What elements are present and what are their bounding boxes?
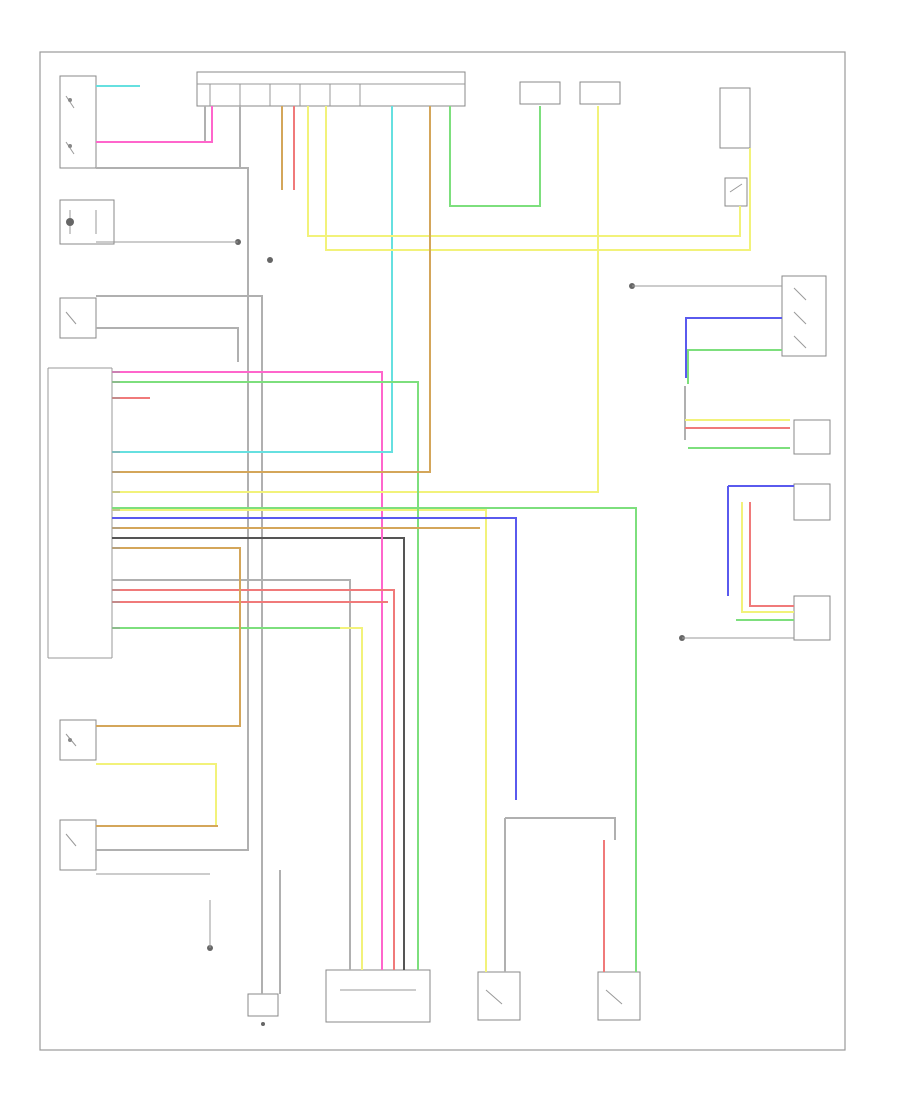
- tan-wires: [96, 106, 480, 827]
- bottom-ground-component: [247, 993, 279, 1026]
- switch-upper-left: [59, 75, 97, 169]
- control-module-main: [47, 367, 113, 659]
- ground-left-upper: [96, 239, 273, 263]
- cyan-wire: [96, 85, 393, 453]
- switch-right-upper: [781, 275, 827, 357]
- bottom-switch-right: [597, 971, 641, 1021]
- red-wires: [112, 106, 794, 972]
- connector-right-3: [793, 595, 831, 641]
- ground-mid-right: [629, 283, 794, 641]
- gray-wires: [96, 106, 686, 994]
- switch-lower-left-1: [59, 719, 97, 761]
- switch-left-middle: [59, 297, 97, 339]
- switch-lower-left-2: [59, 819, 97, 871]
- bottom-lock-assembly: [325, 969, 431, 1023]
- pink-wire: [96, 106, 383, 970]
- bottom-switch-left: [477, 971, 521, 1021]
- top-junction-connector: [196, 71, 466, 107]
- module-pin-ticks: [112, 371, 120, 629]
- relay-box-upper-right: [519, 81, 751, 207]
- connector-right-1: [793, 419, 831, 455]
- module-left-small: [59, 199, 115, 245]
- connector-right-2: [793, 483, 831, 521]
- green-wires: [112, 106, 794, 972]
- ground-left-lower: [96, 873, 213, 951]
- diagram-frame: [39, 51, 846, 1051]
- blue-wires: [112, 317, 794, 800]
